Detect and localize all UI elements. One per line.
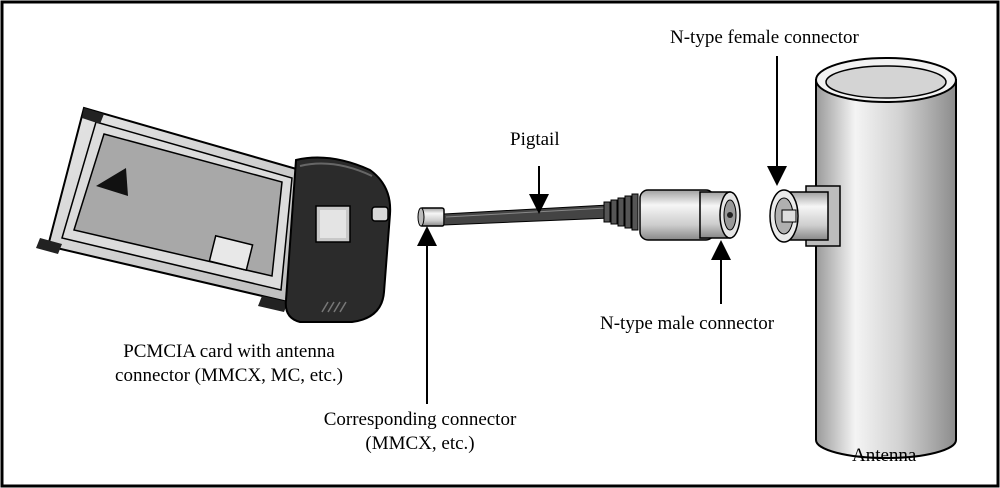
pcmcia-card [36, 106, 392, 323]
antenna [769, 57, 957, 459]
label-n-female: N-type female connector [670, 27, 859, 48]
label-n-male: N-type male connector [600, 313, 775, 334]
label-antenna: Antenna [852, 445, 917, 466]
label-corresponding-line1: Corresponding connector [323, 409, 517, 430]
label-pcmcia-line2: connector (MMCX, MC, etc.) [115, 365, 343, 386]
card-triangle-icon [96, 168, 128, 196]
card-notch [208, 234, 254, 272]
label-pcmcia-line1: PCMCIA card with antenna [123, 341, 335, 362]
label-corresponding-line2: (MMCX, etc.) [365, 433, 475, 454]
label-pigtail: Pigtail [510, 129, 560, 150]
label-pcmcia-card: PCMCIA card with antenna connector (MMCX… [74, 340, 384, 388]
label-corresponding-connector: Corresponding connector (MMCX, etc.) [300, 408, 540, 456]
card-mmcx-jack [371, 206, 389, 222]
pigtail-cable [417, 189, 741, 241]
